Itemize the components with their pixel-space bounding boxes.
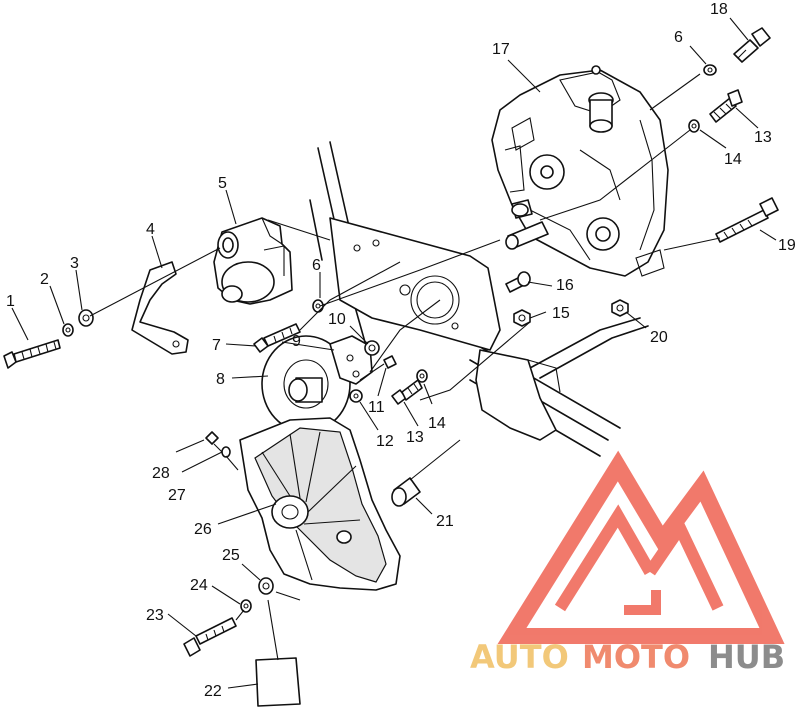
chain-guard bbox=[239, 417, 401, 591]
watermark-auto: AUTO bbox=[470, 638, 569, 676]
callout-11: 11 bbox=[368, 399, 385, 416]
callout-25: 25 bbox=[222, 547, 240, 564]
callout-8: 8 bbox=[216, 371, 225, 388]
part-7-bolt bbox=[253, 323, 301, 353]
bulkhead-plate bbox=[329, 217, 501, 351]
part-6-washer-top bbox=[703, 64, 717, 76]
watermark-hub: HUB bbox=[708, 638, 785, 676]
callout-6-mid: 6 bbox=[312, 257, 321, 274]
callout-6-top: 6 bbox=[674, 29, 683, 46]
callout-26: 26 bbox=[194, 521, 212, 538]
part-14-washer-mid bbox=[416, 369, 428, 383]
callout-7: 7 bbox=[212, 337, 221, 354]
part-23-bolt bbox=[183, 617, 237, 657]
callout-leaders bbox=[11, 17, 777, 689]
part-4-bracket bbox=[131, 261, 189, 355]
callout-13-mid: 13 bbox=[406, 429, 424, 446]
part-20-nut bbox=[611, 299, 629, 317]
part-9-bracket bbox=[329, 335, 373, 385]
callout-20: 20 bbox=[650, 329, 668, 346]
part-24-washer bbox=[240, 599, 252, 613]
part-13-bolt-mid bbox=[391, 379, 423, 405]
callout-3: 3 bbox=[70, 255, 79, 272]
part-21-spacer bbox=[391, 477, 421, 507]
alignment-lines bbox=[89, 73, 721, 661]
part-3-nut bbox=[78, 309, 94, 327]
callout-24: 24 bbox=[190, 577, 208, 594]
part-16-bolt bbox=[505, 271, 531, 293]
callout-13-top: 13 bbox=[754, 129, 772, 146]
part-19-bolt bbox=[715, 197, 779, 243]
gearcase bbox=[491, 65, 669, 277]
part-25-grommet bbox=[258, 577, 274, 595]
part-27-washer bbox=[221, 446, 231, 458]
callout-23: 23 bbox=[146, 607, 164, 624]
callout-22: 22 bbox=[204, 683, 222, 700]
callout-2: 2 bbox=[40, 271, 49, 288]
callout-10: 10 bbox=[328, 311, 346, 328]
part-2-washer bbox=[62, 323, 74, 337]
callout-14-mid: 14 bbox=[428, 415, 446, 432]
part-10-washer bbox=[364, 340, 380, 356]
part-14-washer-top bbox=[688, 119, 700, 133]
part-28-screw bbox=[205, 431, 219, 445]
part-13-bolt-top bbox=[709, 89, 743, 123]
part-11-nut bbox=[383, 355, 397, 369]
watermark-logo bbox=[497, 450, 785, 644]
callout-5: 5 bbox=[218, 175, 227, 192]
gearcase-shafts bbox=[505, 199, 549, 250]
pulley bbox=[261, 335, 351, 433]
callout-9: 9 bbox=[292, 333, 301, 350]
callout-28: 28 bbox=[152, 465, 170, 482]
callout-19: 19 bbox=[778, 237, 796, 254]
lower-bracket bbox=[475, 349, 561, 441]
callout-1: 1 bbox=[6, 293, 15, 310]
watermark-text: AUTO MOTO HUB bbox=[470, 638, 785, 676]
bearing-housing bbox=[213, 217, 293, 305]
part-12-nut bbox=[349, 389, 363, 403]
callout-18: 18 bbox=[710, 1, 728, 18]
callout-14-top: 14 bbox=[724, 151, 742, 168]
part-18-bolt bbox=[733, 27, 771, 63]
part-22-decal bbox=[255, 657, 301, 707]
callout-16: 16 bbox=[556, 277, 574, 294]
part-1-bolt bbox=[3, 339, 61, 369]
callout-15: 15 bbox=[552, 305, 570, 322]
part-6-washer-mid bbox=[312, 299, 324, 313]
watermark-moto: MOTO bbox=[582, 638, 690, 676]
callout-17: 17 bbox=[492, 41, 510, 58]
callout-21: 21 bbox=[436, 513, 454, 530]
callout-27: 27 bbox=[168, 487, 186, 504]
callout-numbers: 1 2 3 4 5 6 6 7 8 9 10 11 12 13 13 14 14… bbox=[6, 1, 796, 700]
callout-12: 12 bbox=[376, 433, 394, 450]
callout-4: 4 bbox=[146, 221, 155, 238]
